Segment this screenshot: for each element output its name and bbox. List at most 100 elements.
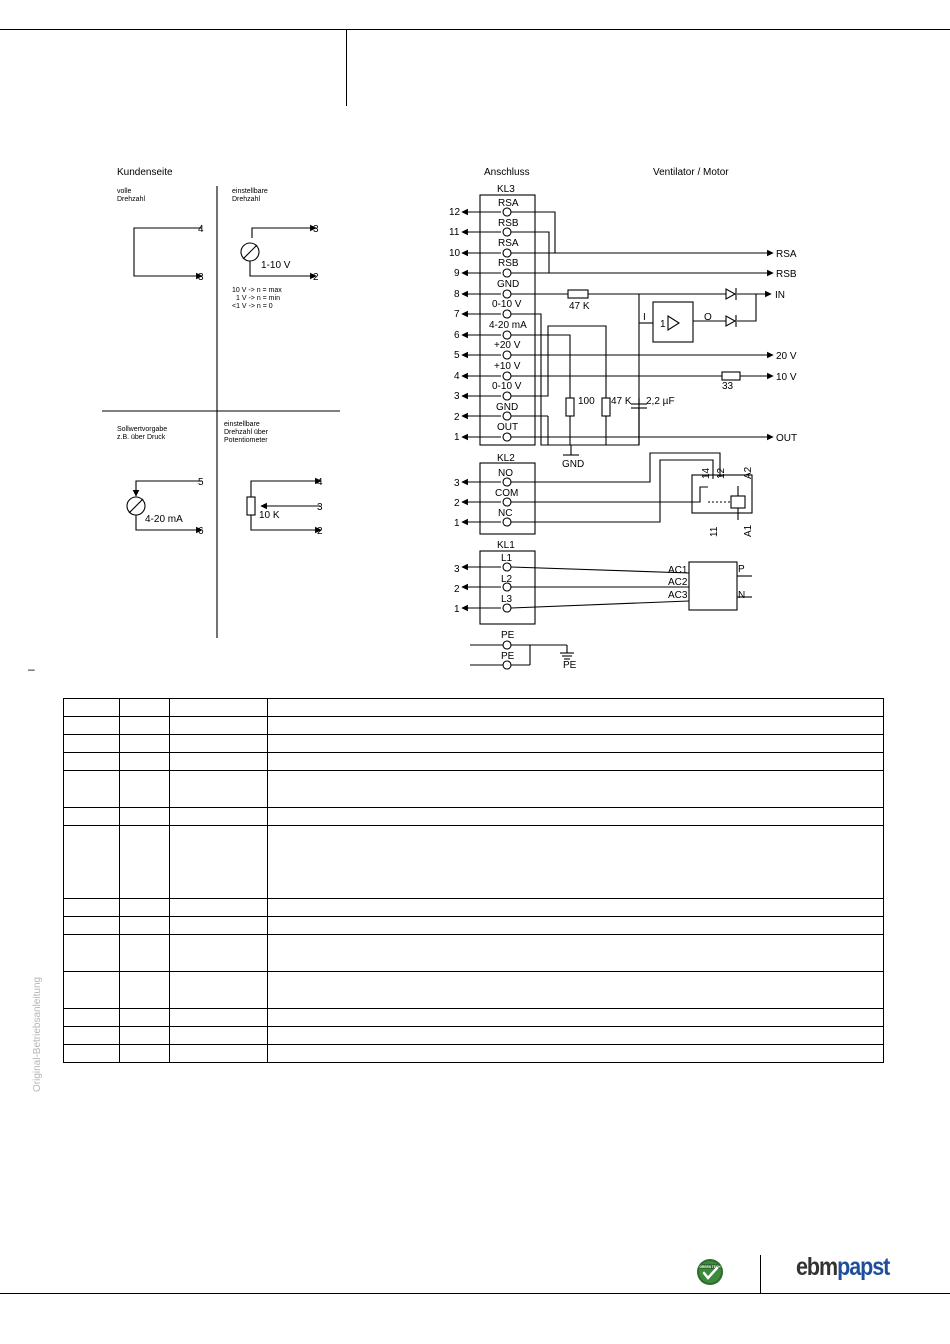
kl3-nodes [502, 207, 512, 442]
table-cell [267, 770, 884, 808]
kl2-num-1: 1 [454, 518, 460, 529]
table-cell [169, 916, 268, 935]
table-cell [63, 1008, 120, 1027]
table-cell [119, 716, 170, 735]
adj-speed-label-2: Drehzahl [232, 196, 260, 203]
amp-out-label: O [704, 312, 712, 323]
out-in: IN [775, 290, 785, 301]
kl3-num-2: 11 [449, 227, 460, 238]
adj-note-3: <1 V -> n = 0 [232, 303, 273, 310]
relay-11: 11 [709, 526, 720, 537]
adj-speed-pin-3: 3 [313, 224, 319, 235]
adj-note-2: 1 V -> n = min [236, 295, 280, 302]
table-row [63, 1008, 884, 1027]
r-47k: 47 K [611, 396, 632, 407]
kl1-num-1: 1 [454, 604, 460, 615]
table-cell [119, 971, 170, 1009]
table-cell [119, 1008, 170, 1027]
table-cell [63, 807, 120, 826]
table-row [63, 825, 884, 899]
kl3-label-9: +10 V [494, 361, 521, 372]
table-cell [119, 934, 170, 972]
kl2-title: KL2 [497, 453, 515, 464]
kl3-label-3: RSA [498, 238, 519, 249]
kl3-num-4: 9 [454, 268, 460, 279]
table-cell [119, 825, 170, 899]
out-20v: 20 V [776, 351, 797, 362]
brand-logo-papst: papst [837, 1253, 890, 1281]
table-cell [119, 898, 170, 917]
table-row [63, 898, 884, 917]
ac2-label: AC2 [668, 577, 688, 588]
p-label: P [738, 564, 745, 575]
table-cell [119, 1026, 170, 1045]
amp-in-label: I [643, 312, 646, 323]
table-cell [119, 1044, 170, 1063]
setpoint-label-1: Sollwertvorgabe [117, 426, 167, 433]
table-cell [63, 898, 120, 917]
side-note: Original-Betriebsanleitung [32, 976, 43, 1092]
setpoint-current: 4-20 mA [145, 514, 183, 525]
table-cell [169, 734, 268, 753]
green-tech-text: GREEN TECH [700, 1265, 722, 1269]
table-row [63, 807, 884, 826]
relay-12: 12 [716, 467, 727, 479]
table-cell [63, 825, 120, 899]
table-cell [169, 971, 268, 1009]
table-row [63, 971, 884, 1009]
setpoint-pin-6: 6 [198, 526, 204, 537]
kl3-label-10: 0-10 V [492, 381, 522, 392]
c-2-2uf: 2,2 µF [646, 396, 675, 407]
table-row [63, 716, 884, 735]
table-row [63, 734, 884, 753]
full-speed-pin-3: 3 [198, 272, 204, 283]
table-cell [169, 1008, 268, 1027]
adj-note-1: 10 V -> n = max [232, 287, 282, 294]
pot-label-1: einstellbare [224, 421, 260, 428]
adj-speed-pin-2: 2 [313, 272, 319, 283]
kl2-num-3: 3 [454, 478, 460, 489]
table-cell [63, 734, 120, 753]
kl1-label-l1: L1 [501, 553, 513, 564]
table-cell [119, 916, 170, 935]
kl3-label-8: +20 V [494, 340, 521, 351]
table-cell [63, 770, 120, 808]
setpoint-label-2: z.B. über Druck [117, 434, 166, 441]
kl3-label-12: OUT [497, 422, 518, 433]
adj-speed-label-1: einstellbare [232, 188, 268, 195]
table-cell [119, 698, 170, 717]
table-row [63, 916, 884, 935]
kl1-label-l3: L3 [501, 594, 513, 605]
table-cell [119, 807, 170, 826]
table-cell [267, 698, 884, 717]
pot-value: 10 K [259, 510, 280, 521]
kl2-label-nc: NC [498, 508, 512, 519]
customer-labels: volle Drehzahl einstellbare Drehzahl 10 … [117, 188, 282, 444]
motor-circuit [510, 211, 774, 611]
gnd-label: GND [562, 459, 584, 470]
pot-pin-4: 4 [317, 477, 323, 488]
kl3-label-6: 0-10 V [492, 299, 522, 310]
relay-14: 14 [701, 467, 712, 479]
table-cell [267, 1044, 884, 1063]
kl3-label-7: 4-20 mA [489, 320, 527, 331]
table-cell [267, 1026, 884, 1045]
relay-a1: A1 [743, 524, 754, 537]
green-tech-logo: GREEN TECH [697, 1259, 723, 1285]
table-cell [169, 1026, 268, 1045]
table-cell [267, 898, 884, 917]
table-cell [267, 752, 884, 771]
out-rsb: RSB [776, 269, 797, 280]
full-speed-label-1: volle [117, 188, 132, 195]
setpoint-pin-5: 5 [198, 477, 204, 488]
kl3-wires [461, 208, 501, 441]
pot-label-2: Drehzahl über [224, 429, 269, 436]
brand-logo-ebm: ebm [796, 1253, 838, 1281]
relay-a2: A2 [743, 466, 754, 479]
kl2-kl1-wires [461, 478, 574, 666]
table-cell [119, 770, 170, 808]
customer-panel [102, 186, 340, 638]
header-divider [346, 29, 347, 106]
kl3-label-5: GND [497, 279, 519, 290]
footer-rule [0, 1293, 950, 1294]
